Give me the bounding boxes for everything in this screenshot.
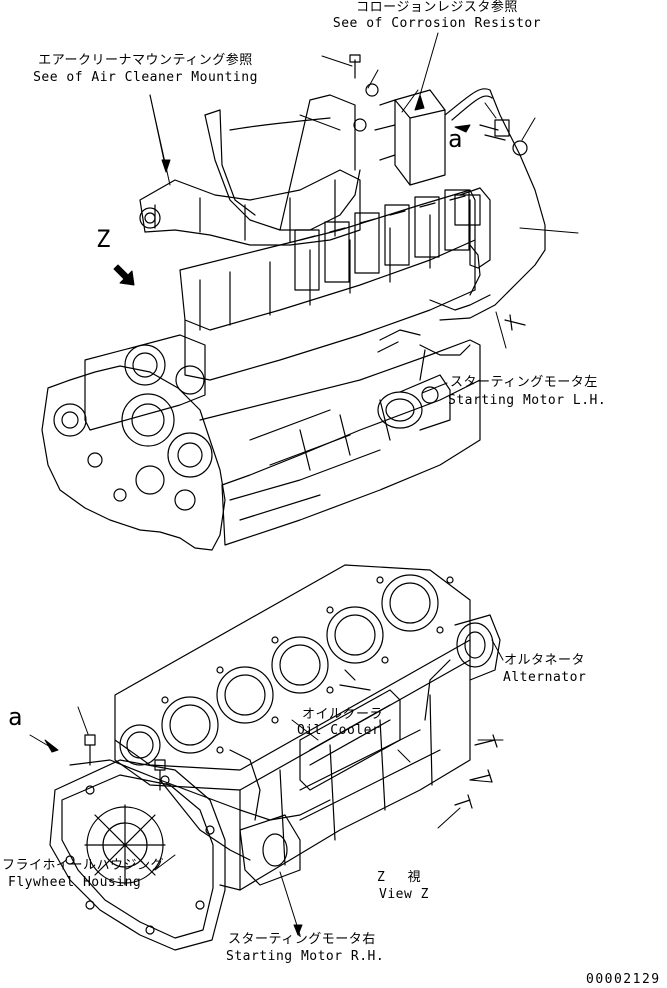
starting-motor-lh-label-en: Starting Motor L.H. [448, 393, 607, 408]
corrosion-resistor-label-en: See of Corrosion Resistor [332, 16, 542, 31]
upper-engine-block [42, 55, 545, 550]
ref-a-upper: a [448, 125, 463, 153]
alternator-label-en: Alternator [503, 670, 587, 685]
starting-motor-rh-label-jp: スターティングモータ右 [228, 932, 376, 947]
leader-lines [78, 33, 578, 935]
oil-cooler-label-jp: オイルクーラ [302, 707, 384, 722]
ref-a-lower: a [8, 703, 23, 731]
view-z-arrow [114, 265, 134, 285]
corrosion-resistor-label-jp: コロージョンレジスタ参照 [356, 0, 518, 15]
drawing-number: 00002129 [586, 972, 661, 987]
flywheel-housing-label-en: Flywheel Housing [8, 875, 142, 890]
view-z-marker: Z [96, 225, 111, 253]
view-z-label-jp: Z 視 [377, 870, 422, 885]
air-cleaner-label-jp: エアークリーナマウンティング参照 [38, 53, 253, 68]
starting-motor-rh-label-en: Starting Motor R.H. [226, 949, 385, 964]
lower-engine-block [50, 565, 500, 950]
view-z-label-en: View Z [379, 887, 429, 902]
flywheel-housing-label-jp: フライホイールハウジング [2, 858, 165, 873]
oil-cooler-label-en: Oil Cooler [297, 723, 381, 738]
air-cleaner-label-en: See of Air Cleaner Mounting [33, 70, 258, 85]
arrows [45, 95, 470, 935]
ref-a-lower-arrow [30, 735, 52, 748]
starting-motor-lh-label-jp: スターティングモータ左 [450, 375, 598, 390]
alternator-label-jp: オルタネータ [504, 653, 586, 668]
